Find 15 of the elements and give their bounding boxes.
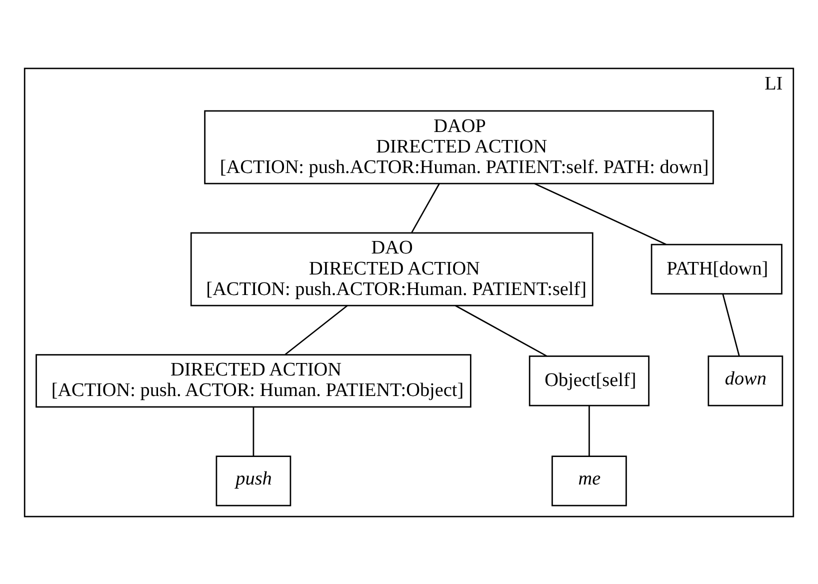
node-box: push	[216, 455, 292, 506]
node-box: PATH[down]	[650, 243, 782, 294]
node-box: DAO DIRECTED ACTION [ACTION: push.ACTOR:Human. PATIENT:self]	[190, 232, 594, 306]
connector	[411, 182, 440, 232]
connector	[455, 304, 548, 356]
node-box: DAOP DIRECTED ACTION [ACTION: push.ACTOR:Human. PATIENT:self. PATH: down]	[204, 110, 714, 184]
connector	[252, 406, 254, 456]
node-box: DIRECTED ACTION [ACTION: push. ACTOR: Human. PATIENT:Object]	[36, 354, 472, 408]
node-box: down	[708, 355, 784, 406]
connector	[722, 294, 740, 356]
connector	[534, 182, 666, 244]
connector	[588, 405, 590, 456]
connector	[284, 304, 348, 355]
node-box: me	[552, 455, 627, 506]
node-box: Object[self]	[528, 355, 650, 406]
